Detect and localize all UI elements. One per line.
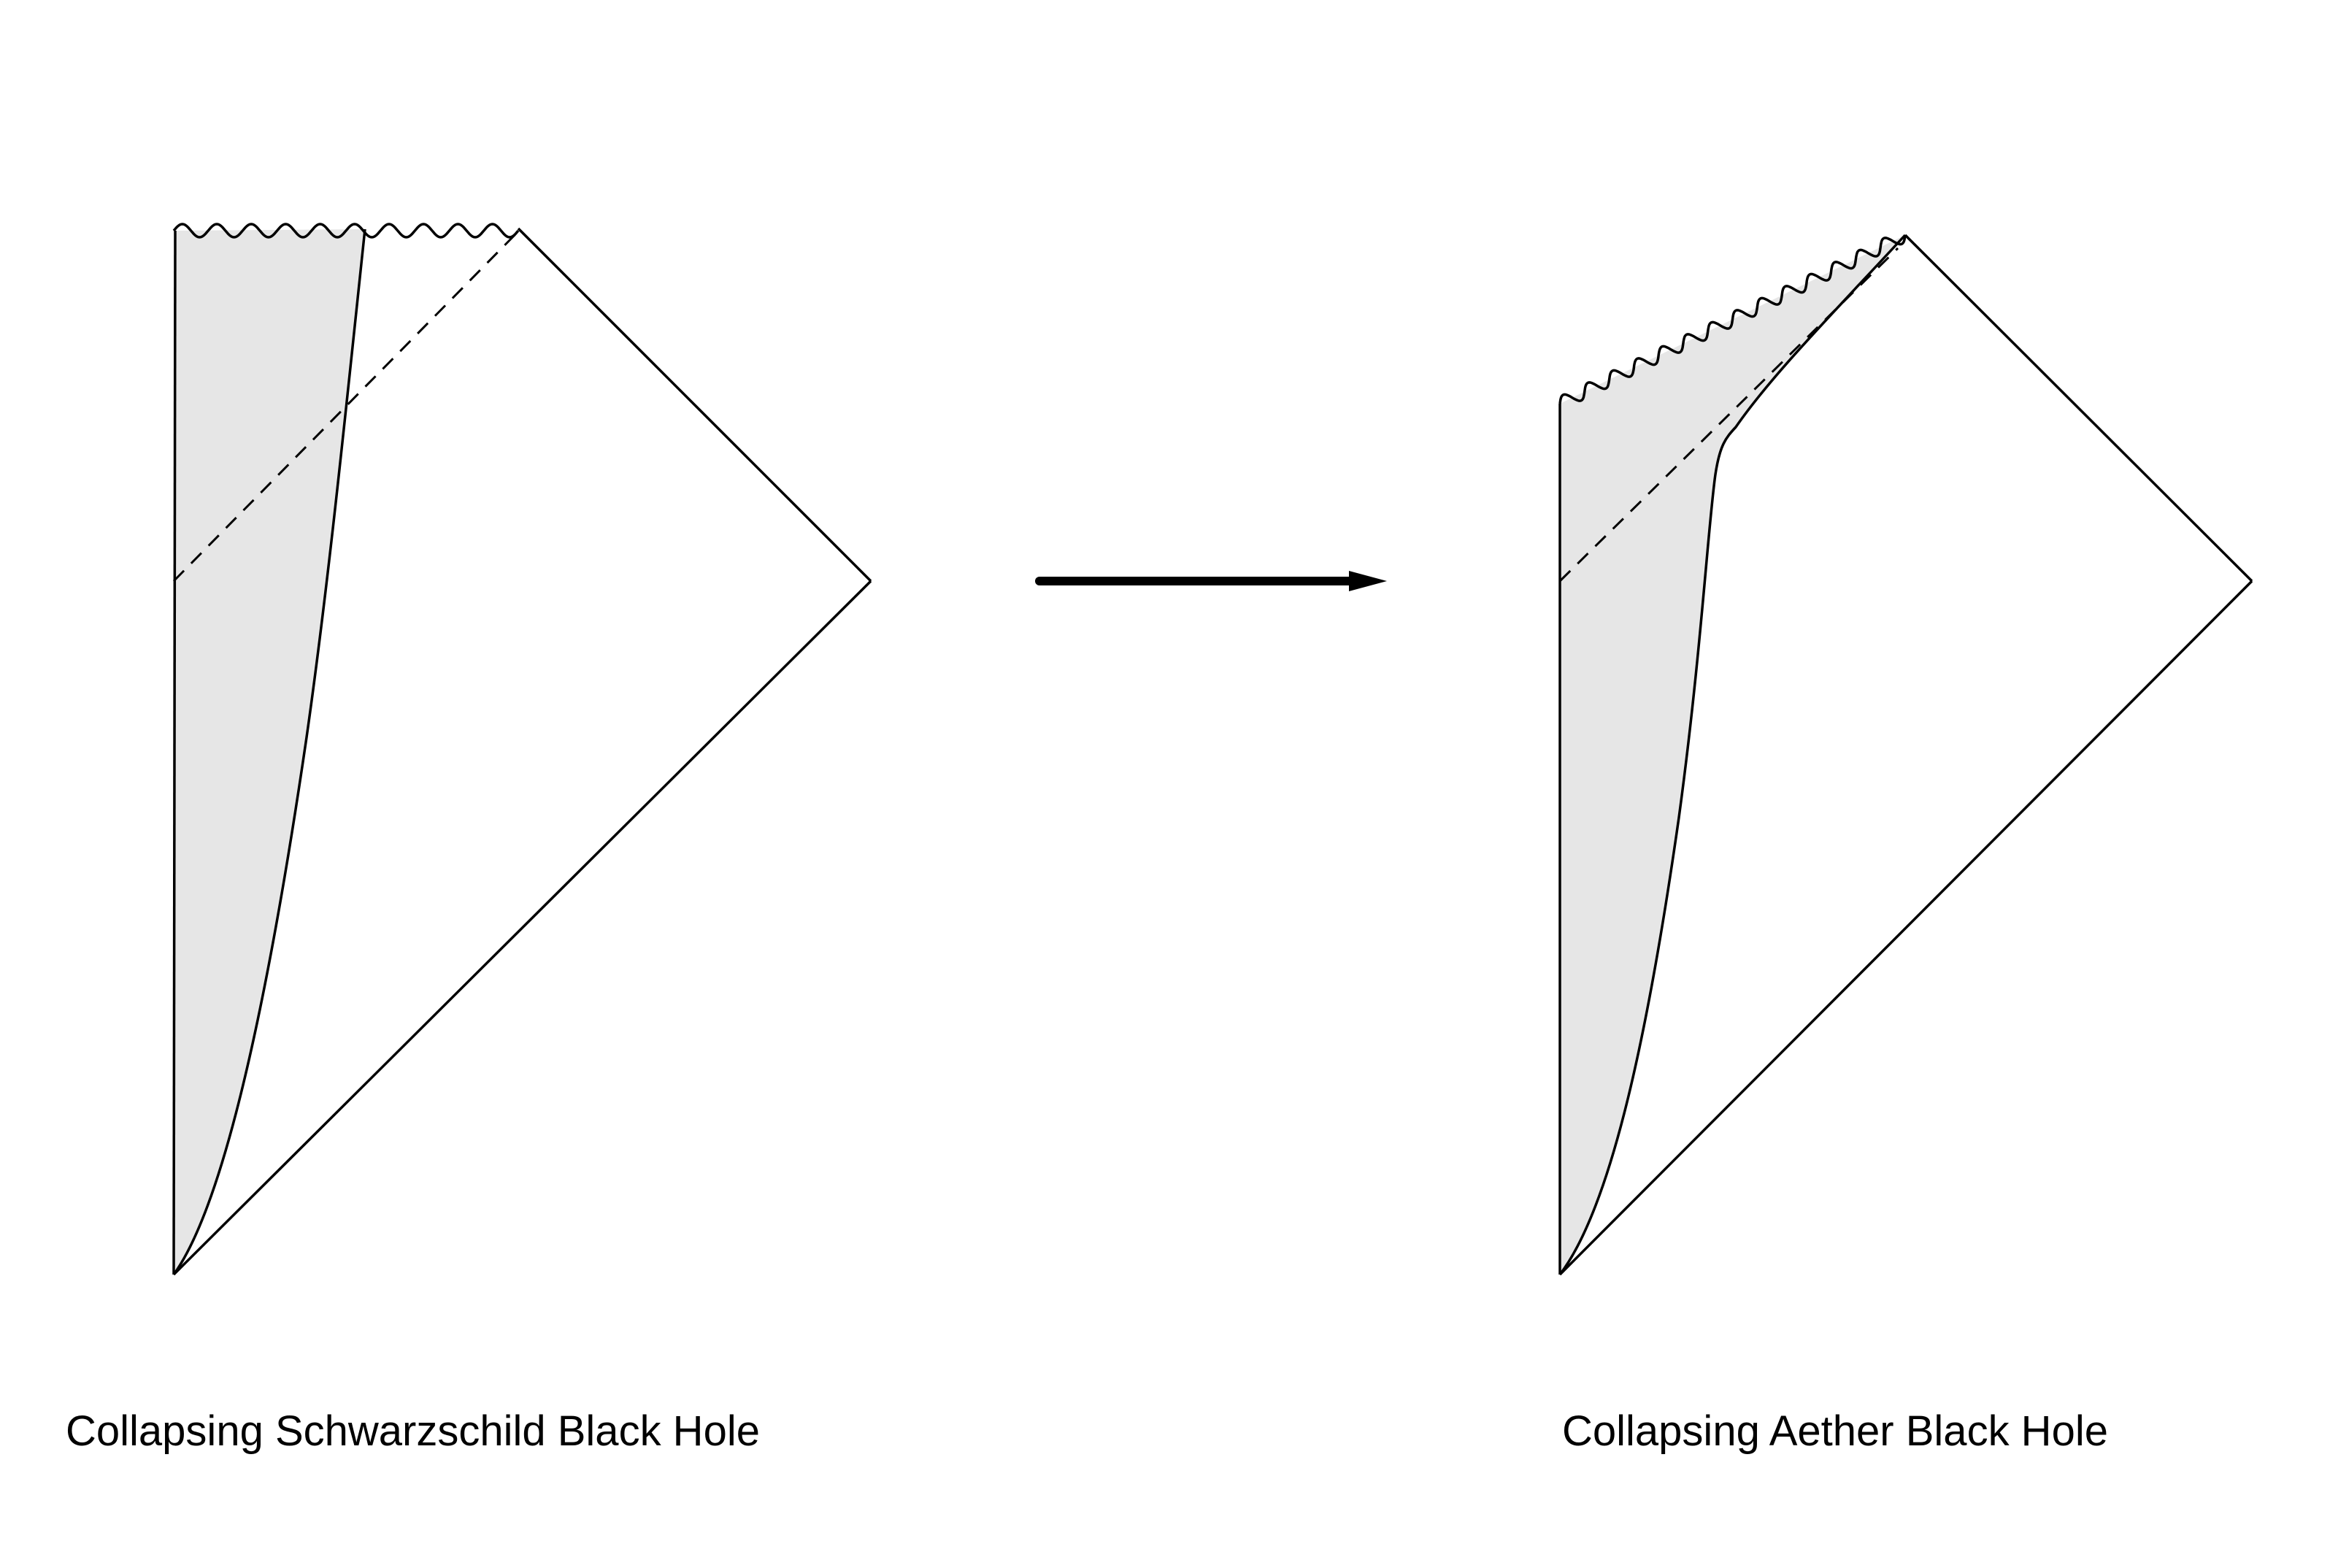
collapsing-matter-region [174,229,365,1275]
right-arrow-icon [1035,571,1387,591]
singularity-wavy-line [172,223,520,239]
future-null-infinity-line [1904,234,2253,583]
right-caption: Collapsing Aether Black Hole [1562,1407,2108,1455]
past-null-infinity-line [172,580,872,1276]
aether-penrose-diagram [1558,234,2253,1276]
universal-horizon-dashed-line [1558,247,1899,583]
past-null-infinity-line [1558,580,2253,1276]
origin-line [172,230,177,1275]
star-surface-curve [172,228,366,1276]
left-caption: Collapsing Schwarzschild Black Hole [66,1407,760,1455]
event-horizon-dashed-line [172,228,521,583]
future-null-infinity-line [517,227,872,583]
star-surface-curve [1558,234,1907,1276]
singularity-wavy-line [1558,234,1907,404]
schwarzschild-penrose-diagram [172,223,872,1276]
collapsing-matter-region [1560,235,1905,1275]
